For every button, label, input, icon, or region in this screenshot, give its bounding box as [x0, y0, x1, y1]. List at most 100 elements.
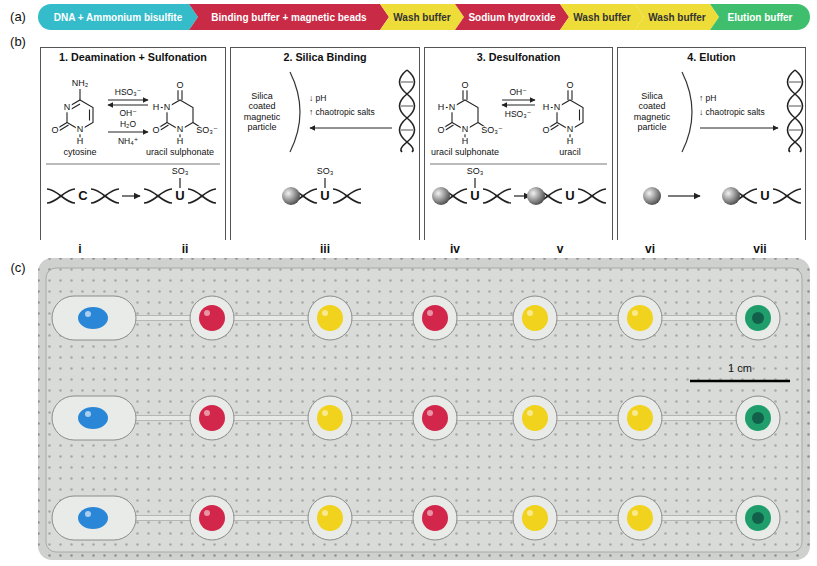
chip-photo: [38, 258, 810, 560]
reagent-label: NH₄⁺: [117, 137, 139, 146]
uracil-sulphonate-structure-part: [159, 90, 193, 138]
reagent-label: HSO₃⁻: [504, 110, 532, 119]
process-step-band: DNA + Ammonium bisulfite: [38, 4, 198, 30]
roman-numeral: iv: [450, 243, 460, 256]
reaction-arrows-part: [108, 132, 148, 133]
uracil-structure-part: [549, 90, 583, 138]
dna-helix-part: [788, 70, 803, 152]
atom-label: NH₂: [71, 79, 90, 88]
atom-label: N: [176, 125, 185, 134]
step-label: Binding buffer + magnetic beads: [211, 12, 366, 23]
roman-numeral: vii: [753, 243, 766, 256]
atom-label: H: [566, 137, 575, 146]
annotation: Silica coated magnetic particle: [627, 91, 677, 132]
molecule-name: cytosine: [62, 148, 97, 157]
panel-heading: 4. Elution: [618, 48, 805, 66]
atom-label: N: [566, 125, 575, 134]
atom-label: N: [461, 125, 470, 134]
process-step-band: Wash buffer: [635, 4, 719, 30]
group-label: SO₃: [316, 167, 335, 176]
molecule-name: uracil sulphonate: [145, 148, 215, 157]
reagent-label: HSO₃⁻: [114, 88, 142, 97]
reaction-arrows-part: [108, 100, 148, 101]
annotation: ↑ chaotropic salts: [308, 108, 376, 117]
chip-photo-part: [38, 258, 810, 560]
particle-surface: [290, 72, 778, 152]
atom-label: N: [553, 103, 562, 112]
panel-dividers: [46, 164, 607, 165]
uracil-structure-part: [579, 110, 580, 121]
roman-numeral: vi: [645, 243, 655, 256]
dna-strands-part: [483, 189, 511, 203]
panel-heading: 3. Desulfonation: [425, 48, 612, 66]
scale-label: 1 cm: [728, 363, 752, 375]
dna-strands-part: [324, 178, 325, 188]
atom-label: O: [541, 126, 550, 135]
atom-label: N: [448, 103, 457, 112]
base-letter: U: [174, 189, 185, 203]
annotation: ↓ chaotropic salts: [698, 108, 766, 117]
atom-label: O: [565, 81, 574, 90]
molecule-name: uracil: [558, 148, 582, 157]
step-label: Wash buffer: [573, 12, 630, 23]
atom-label: N: [63, 103, 72, 112]
atom-label: O: [460, 81, 469, 90]
atom-label: O: [50, 126, 59, 135]
step-label: Elution buffer: [728, 12, 793, 23]
roman-numeral: v: [557, 243, 564, 256]
roman-numeral: i: [78, 243, 81, 256]
group-label: SO₃: [171, 167, 190, 176]
molecule-name: uracil sulphonate: [430, 148, 500, 157]
cytosine-structure-part: [58, 123, 69, 131]
base-letter: U: [759, 189, 770, 203]
process-step-band: Elution buffer: [710, 4, 810, 30]
step-panel: 4. Elution: [617, 47, 806, 240]
dna-strands-part: [432, 187, 450, 205]
chip-photo-part: [52, 496, 780, 540]
dna-strands-part: [333, 189, 361, 203]
atom-label: O: [436, 126, 445, 135]
atom-label: N: [163, 103, 172, 112]
step-panel: 2. Silica Binding: [230, 47, 420, 240]
process-step-band: Wash buffer: [380, 4, 464, 30]
base-letter: U: [319, 189, 330, 203]
group-label: SO₃: [466, 167, 485, 176]
base-letter: C: [77, 189, 88, 203]
roman-numeral: ii: [182, 243, 189, 256]
dna-strands-part: [91, 189, 119, 203]
panel-letter: (c): [10, 261, 25, 275]
dna-strands-part: [527, 187, 545, 205]
particle-surface-part: [682, 72, 692, 152]
reagent-label: OH⁻: [118, 109, 137, 118]
uracil-sulphonate-structure: [159, 90, 200, 138]
dna-strands-part: [122, 195, 140, 196]
atom-label: H: [461, 137, 470, 146]
uracil-structure: [549, 90, 583, 138]
chip-photo-part: [690, 380, 790, 383]
annotation: ↑ pH: [698, 94, 717, 103]
atom-label: O: [175, 81, 184, 90]
atom-label: O: [151, 126, 160, 135]
atom-label: H: [176, 137, 185, 146]
atom-label: H: [152, 103, 161, 112]
cytosine-structure: [58, 89, 93, 138]
chip-photo-part: [46, 268, 802, 552]
cytosine-structure-part: [71, 104, 90, 121]
annotation: ↓ pH: [308, 94, 327, 103]
panel-heading: 2. Silica Binding: [231, 48, 419, 66]
dna-strands-part: [474, 178, 475, 188]
step-label: Wash buffer: [393, 12, 450, 23]
process-step-band: Wash buffer: [560, 4, 644, 30]
atom-label: H: [542, 103, 551, 112]
dna-strands-part: [668, 195, 700, 196]
dna-strands-part: [282, 187, 300, 205]
dna-strands-part: [47, 189, 75, 203]
process-step-band: Sodium hydroxide: [455, 4, 569, 30]
reaction-arrows-part: [502, 105, 535, 106]
uracil-sulphonate-structure: [444, 90, 485, 138]
step-label: DNA + Ammonium bisulfite: [54, 12, 182, 23]
atom-label: H: [76, 137, 85, 146]
dna-strands-part: [144, 189, 172, 203]
